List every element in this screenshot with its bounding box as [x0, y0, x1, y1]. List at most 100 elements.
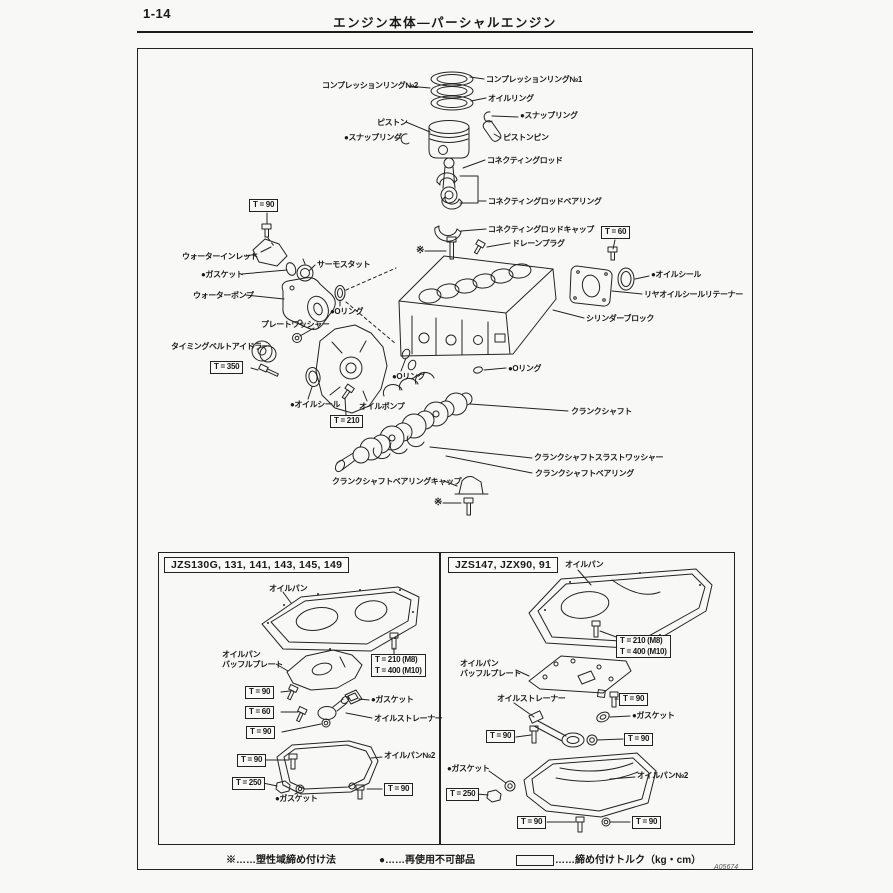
- title-rule: [137, 31, 753, 33]
- label-con-rod-cap: コネクティングロッドキャップ: [488, 225, 594, 234]
- baffle-plate-left-drawing: [286, 649, 363, 691]
- pl-torque-box-m8m10: T = 210 (M8) T = 400 (M10): [371, 654, 426, 677]
- con-rod-bolt-drawing: [446, 236, 457, 260]
- label-timing-idler: タイミングベルトアイドラー: [171, 342, 270, 351]
- label-oil-seal-front: ●オイルシール: [290, 400, 341, 409]
- label-plate-washer: プレートワッシャー: [261, 320, 330, 329]
- inlet-gasket-drawing: [285, 262, 297, 276]
- crank-upper-bearings-drawing: [382, 371, 435, 397]
- label-piston: ピストン: [377, 118, 408, 127]
- legend-torque: ……締め付けトルク（kg・cm）: [516, 851, 701, 866]
- panel-right-title: JZS147, JZX90, 91: [448, 557, 559, 573]
- panel-jzs147: [439, 552, 735, 845]
- legend-plastic-region: ※……塑性域締め付け法: [226, 855, 336, 866]
- oil-pump-drawing: [315, 324, 388, 414]
- rear-oil-seal-drawing: [617, 267, 635, 291]
- label-crankshaft: クランクシャフト: [571, 407, 632, 416]
- page-title: エンジン本体―パーシャルエンジン: [333, 16, 557, 30]
- pl-label-oil-pan: オイルパン: [269, 584, 308, 593]
- torque-box-t90: T = 90: [249, 199, 279, 212]
- label-cylinder-block: シリンダーブロック: [586, 314, 654, 323]
- pl-label-oil-strainer: オイルストレーナー: [374, 714, 443, 723]
- pl-torque-box-t90-3: T = 90: [237, 754, 267, 767]
- pl-label-gasket-strainer: ●ガスケット: [371, 695, 414, 704]
- pl-label-gasket-drain: ●ガスケット: [275, 794, 318, 803]
- torque-box-t350: T = 350: [210, 361, 244, 374]
- page-number: 1-14: [143, 6, 172, 21]
- pr-label-gasket-strainer: ●ガスケット: [632, 711, 675, 720]
- torque-box-symbol: [516, 854, 554, 866]
- block-o-rings-drawing: [401, 348, 483, 374]
- pump-o-ring-drawing: [334, 285, 346, 301]
- baffle-plate-right-drawing: [528, 655, 632, 694]
- label-snap-ring-right: ●スナップリング: [520, 111, 578, 120]
- cylinder-block-drawing: [398, 255, 557, 357]
- pr-label-gasket-drain: ●ガスケット: [447, 764, 490, 773]
- connecting-rod-drawing: [440, 157, 458, 204]
- pr-label-oil-pan: オイルパン: [565, 560, 604, 569]
- plate-washer-drawing: [292, 333, 302, 343]
- label-water-inlet: ウォーターインレット: [182, 252, 258, 261]
- document-code: A05674: [714, 864, 739, 871]
- piston-drawing: [428, 120, 470, 159]
- strainer-right-drawing: [528, 689, 619, 748]
- oil-pan2-right-drawing: [486, 752, 657, 833]
- drain-plug-drawing: [473, 239, 486, 255]
- pr-label-oil-strainer: オイルストレーナー: [497, 694, 566, 703]
- label-water-pump: ウォーターポンプ: [193, 291, 254, 300]
- pr-torque-box-t90-2: T = 90: [486, 730, 516, 743]
- pl-torque-box-t60: T = 60: [245, 706, 275, 719]
- label-rear-seal-retainer: リヤオイルシールリテーナー: [644, 290, 743, 299]
- pl-torque-box-t90-2: T = 90: [246, 726, 276, 739]
- water-inlet-drawing: [252, 223, 288, 267]
- legend-torque-text: ……締め付けトルク（kg・cm）: [555, 855, 702, 866]
- label-o-ring-pump: ●Oリング: [330, 307, 364, 316]
- label-gasket-inlet: ●ガスケット: [201, 270, 244, 279]
- timing-belt-idler-drawing: [251, 340, 277, 363]
- pr-torque-box-t90-5: T = 90: [632, 816, 662, 829]
- label-drain-plug: ドレーンプラグ: [512, 239, 565, 248]
- label-compression-ring-1: コンプレッションリング№1: [486, 75, 582, 84]
- label-snap-ring-left: ●スナップリング: [344, 133, 402, 142]
- torque-box-t210: T = 210: [330, 415, 364, 428]
- pl-label-oil-pan-2: オイルパン№2: [384, 751, 435, 760]
- leader-lines: [241, 76, 650, 823]
- water-pump-drawing: [281, 277, 336, 330]
- label-compression-ring-2: コンプレッションリング№2: [322, 81, 418, 90]
- pl-torque-box-t90-4: T = 90: [384, 783, 414, 796]
- panel-jzs130: [158, 552, 441, 845]
- label-oil-seal-rear: ●オイルシール: [651, 270, 702, 279]
- label-connecting-rod: コネクティングロッド: [487, 156, 563, 165]
- strainer-left-drawing: [287, 684, 363, 728]
- label-piston-pin: ピストンピン: [503, 133, 549, 142]
- pl-torque-box-t90-1: T = 90: [245, 686, 275, 699]
- diagram-border: [137, 48, 753, 870]
- label-con-rod-bearing: コネクティングロッドベアリング: [488, 197, 602, 206]
- label-oil-ring: オイルリング: [488, 94, 534, 103]
- pr-label-baffle-plate: オイルパン バッフルプレート: [460, 659, 521, 678]
- crankshaft-drawing: [334, 392, 473, 473]
- snap-ring-right-drawing: [483, 111, 493, 123]
- piston-pin-drawing: [482, 120, 502, 142]
- con-rod-cap-drawing: [434, 225, 462, 242]
- label-crank-bearing-cap: クランクシャフトベアリングキャップ: [332, 477, 462, 486]
- pr-torque-box-t90-3: T = 90: [624, 733, 654, 746]
- con-rod-bearing-drawing: [436, 172, 463, 210]
- plastic-region-mark-bottom: ※: [434, 497, 442, 508]
- snap-ring-left-drawing: [400, 133, 410, 145]
- panel-left-title: JZS130G, 131, 141, 143, 145, 149: [164, 557, 350, 573]
- pr-label-oil-pan-2: オイルパン№2: [637, 771, 688, 780]
- label-thermostat: サーモスタット: [317, 260, 371, 269]
- pr-torque-box-m8m10: T = 210 (M8) T = 400 (M10): [616, 635, 671, 658]
- pl-label-baffle-plate: オイルパン バッフルプレート: [222, 650, 283, 669]
- label-thrust-washer: クランクシャフトスラストワッシャー: [534, 453, 664, 462]
- oil-pan2-left-drawing: [275, 740, 379, 800]
- plastic-region-mark-top: ※: [416, 245, 424, 256]
- piston-rings-drawing: [430, 71, 474, 111]
- crank-thrust-washers-drawing: [372, 435, 425, 460]
- idler-bolt-drawing: [258, 363, 279, 377]
- rear-seal-retainer-drawing: [569, 246, 618, 307]
- label-o-ring-right: ●Oリング: [508, 364, 542, 373]
